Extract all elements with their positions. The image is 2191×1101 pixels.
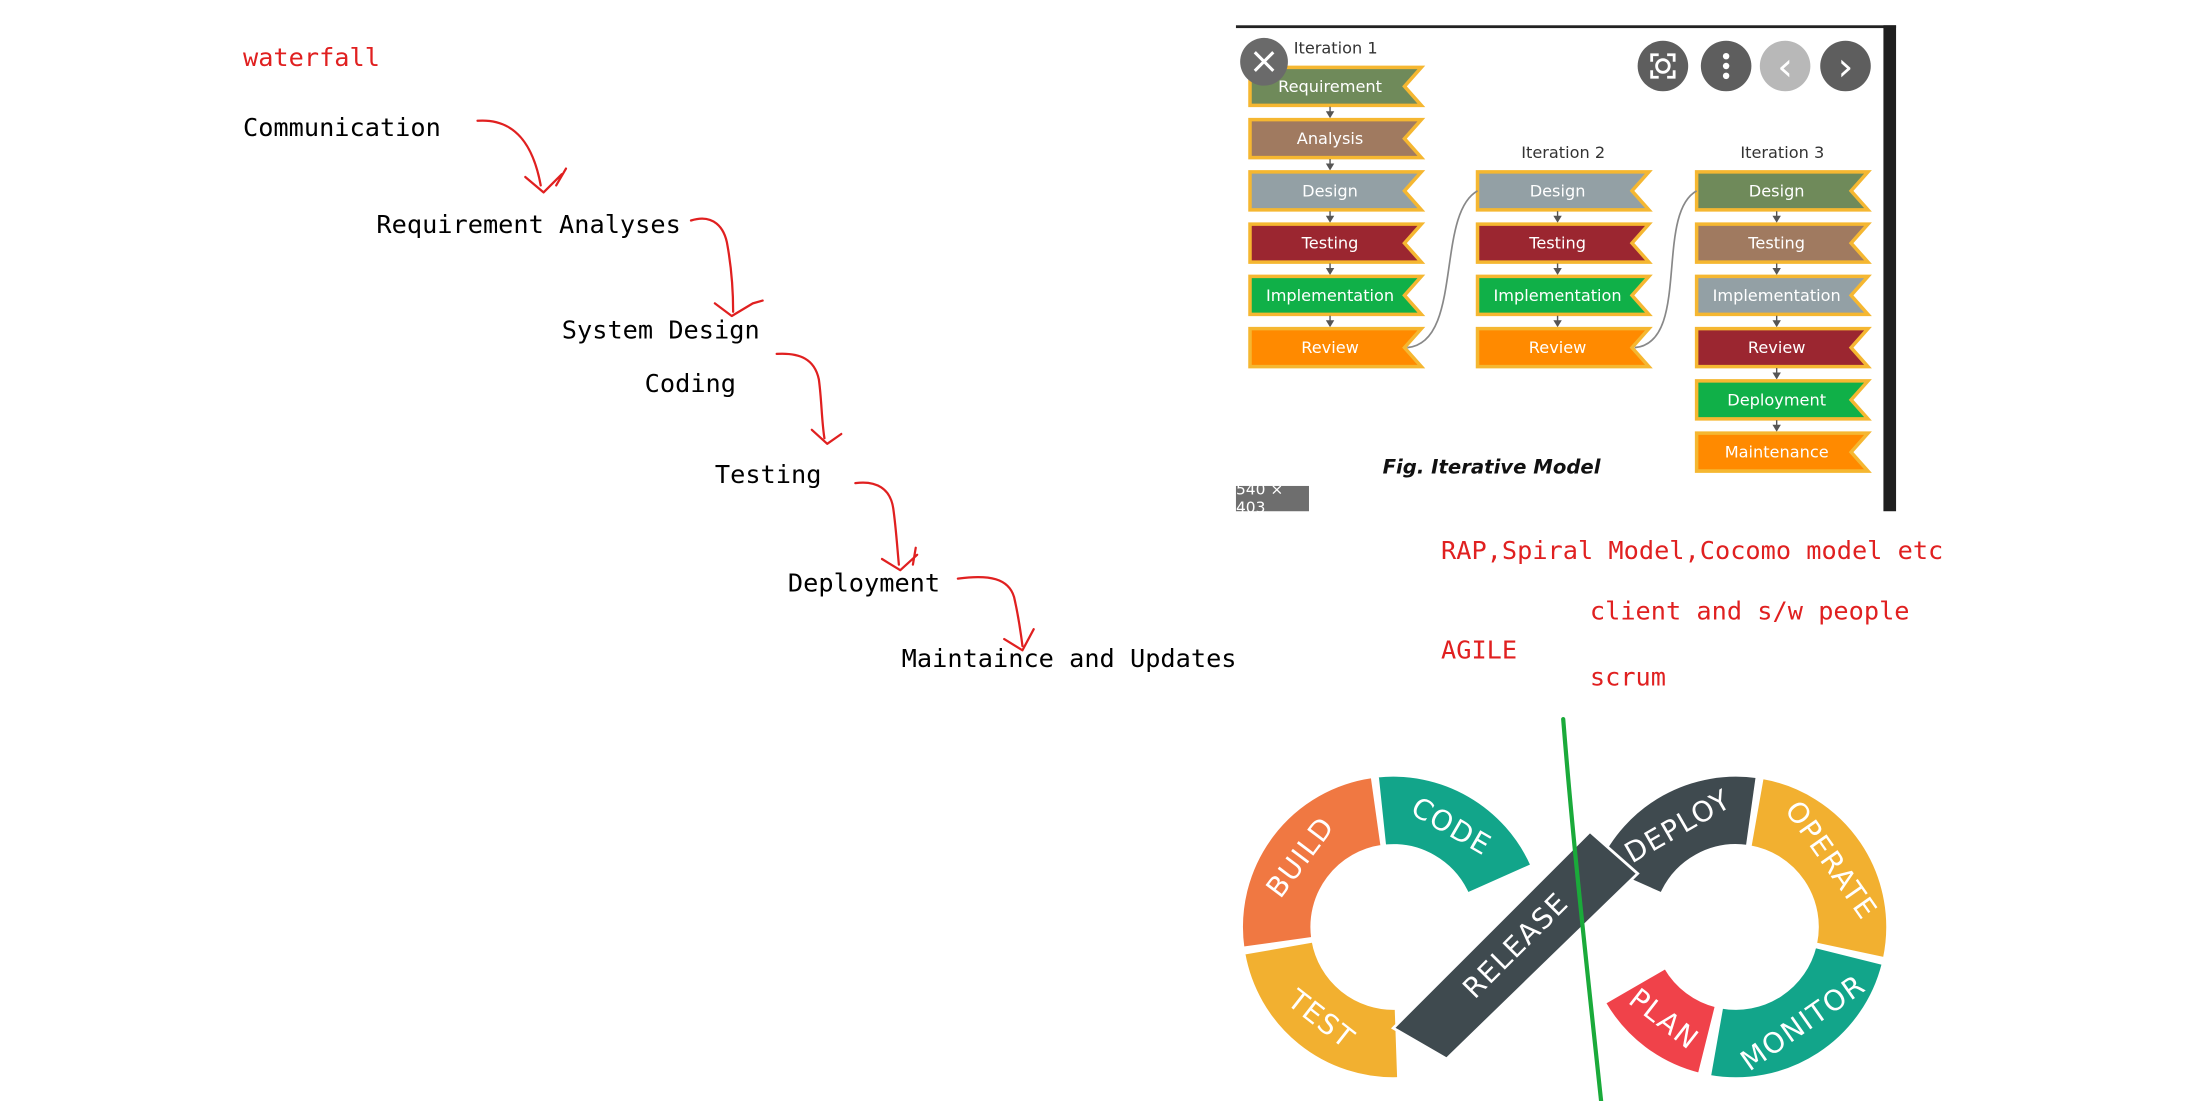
step-communication: Communication (242, 113, 441, 144)
devops-segment (1602, 965, 1718, 1076)
stage-banner (1475, 274, 1653, 317)
flow-arrowhead (1772, 372, 1781, 380)
stage-label: Analysis (1297, 129, 1364, 148)
devops-segment (1595, 773, 1759, 896)
stage-label: Testing (1528, 234, 1586, 253)
step-coding: Coding (644, 369, 736, 399)
note-client: client and s/w people (1589, 596, 1910, 627)
stage-label: Deployment (1727, 390, 1826, 409)
stage-label: Testing (1301, 234, 1359, 253)
stage-banner (1475, 326, 1653, 369)
stage-label: Implementation (1493, 286, 1621, 305)
flow-arrowhead (1325, 267, 1335, 275)
arrow-3-head (810, 428, 843, 445)
previous-image-button[interactable]: ‹ (1759, 40, 1811, 92)
stage-label: Maintenance (1725, 443, 1829, 462)
iteration-link (1407, 190, 1478, 349)
iteration-title: Iteration 1 (1294, 38, 1378, 57)
stage-label: Design (1302, 181, 1358, 200)
arrow-2 (689, 217, 735, 313)
flow-arrowhead (1325, 215, 1335, 223)
chevron-right-icon: › (1837, 42, 1854, 90)
arrow-1-head (524, 167, 568, 194)
stage-banner (1248, 65, 1426, 108)
chevron-left-icon: ‹ (1777, 42, 1793, 90)
flow-arrowhead (1325, 163, 1335, 171)
devops-segment-release (1390, 829, 1640, 1061)
devops-segment (1240, 775, 1384, 950)
stage-banner (1248, 326, 1426, 369)
step-deployment: Deployment (787, 568, 941, 599)
flow-arrowhead (1772, 320, 1781, 328)
step-requirement-analyses: Requirement Analyses (376, 210, 681, 241)
devops-segment (1748, 775, 1890, 961)
flow-arrowhead (1772, 267, 1781, 275)
iteration-title: Iteration 3 (1740, 143, 1824, 162)
arrow-2-head (713, 299, 764, 318)
more-options-button[interactable] (1700, 40, 1752, 92)
step-maintenance: Maintaince and Updates (901, 644, 1237, 675)
arrow-1 (476, 119, 542, 187)
arrow-5 (956, 576, 1024, 648)
panel-scroll-edge (1883, 25, 1897, 512)
devops-segment (1375, 773, 1534, 896)
flow-arrowhead (1553, 320, 1562, 328)
arrow-5-head (1003, 628, 1035, 652)
flow-arrowhead (1772, 215, 1781, 223)
stage-banner (1475, 170, 1653, 212)
stage-banner (1475, 222, 1653, 264)
stage-label: Implementation (1713, 286, 1841, 305)
note-scrum: scrum (1589, 662, 1666, 693)
stage-banner (1694, 222, 1872, 264)
waterfall-heading: waterfall (242, 43, 380, 74)
note-agile: AGILE (1441, 636, 1518, 666)
step-testing: Testing (714, 460, 822, 491)
stage-banner (1248, 117, 1426, 160)
stage-label: Review (1748, 338, 1806, 357)
stage-banner (1694, 274, 1872, 317)
flow-arrowhead (1553, 215, 1562, 223)
devops-segment (1242, 939, 1401, 1080)
stage-banner (1694, 431, 1872, 473)
stage-label: Requirement (1278, 77, 1382, 96)
stage-banner (1694, 379, 1872, 421)
stage-label: Review (1529, 338, 1587, 357)
flow-arrowhead (1325, 111, 1335, 119)
flow-arrowhead (1325, 320, 1335, 328)
devops-segment (1707, 944, 1885, 1081)
close-icon: × (1248, 40, 1280, 83)
stage-label: Design (1749, 181, 1805, 200)
more-vert-icon (1722, 52, 1730, 80)
note-other-models: RAP,Spiral Model,Cocomo model etc (1441, 536, 1944, 567)
stage-banner (1694, 170, 1872, 212)
stage-banner (1248, 222, 1426, 264)
stage-banner (1248, 274, 1426, 317)
stage-label: Implementation (1266, 286, 1394, 305)
flow-arrowhead (1772, 424, 1781, 432)
stage-label: Design (1530, 181, 1586, 200)
lens-icon (1650, 53, 1676, 79)
arrow-4 (854, 481, 900, 566)
close-button[interactable]: × (1240, 37, 1288, 86)
stage-label: Testing (1747, 234, 1805, 253)
next-image-button[interactable]: › (1820, 40, 1871, 92)
lens-button[interactable] (1637, 40, 1689, 92)
stage-label: Review (1301, 338, 1359, 357)
arrow-4-head (880, 546, 919, 572)
arrow-3 (775, 352, 826, 440)
stage-banner (1694, 326, 1872, 369)
step-system-design: System Design (561, 316, 760, 346)
stage-banner (1248, 170, 1426, 212)
flow-arrowhead (1553, 267, 1562, 275)
iteration-title: Iteration 2 (1521, 143, 1605, 162)
iteration-link (1634, 190, 1698, 349)
diagram-caption: Fig. Iterative Model (1383, 455, 1601, 478)
iterative-model-diagram: Iteration 1 RequirementAnalysisDesignTest… (1248, 38, 1872, 478)
